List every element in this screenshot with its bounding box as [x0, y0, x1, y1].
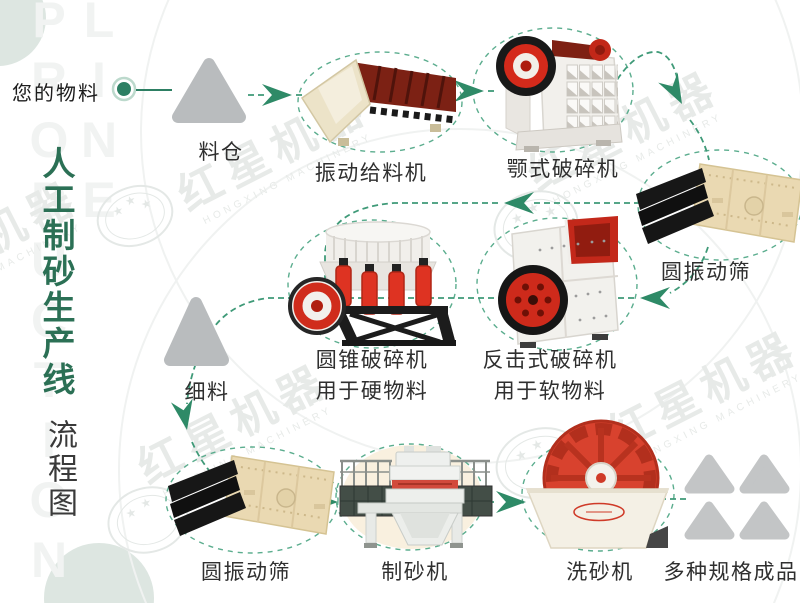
svg-text:★: ★ — [123, 192, 138, 209]
svg-text:★: ★ — [514, 446, 529, 464]
machine-impact-crusher-illustration — [498, 216, 619, 348]
arrow-feeder-jaw — [454, 80, 484, 102]
svg-text:★: ★ — [111, 203, 126, 220]
material-source-label: 您的物料 — [12, 83, 100, 105]
arrow-fine-screen2 — [170, 398, 193, 430]
screen1-label: 圆振动筛 — [661, 261, 751, 284]
silo-triangle — [172, 58, 246, 123]
machine-screen2-illustration — [167, 455, 335, 537]
fine-material-triangle — [164, 297, 229, 366]
svg-text:★: ★ — [510, 209, 525, 227]
products-label: 多种规格成品 — [663, 561, 799, 584]
page-title-main: 人工制砂生产线 — [38, 146, 75, 398]
impact-crusher-label: 反击式破碎机 — [482, 349, 618, 372]
arrow-screen1-cone — [504, 192, 534, 214]
product-triangles — [684, 454, 790, 540]
machine-sand-washer-illustration — [525, 419, 670, 549]
impact-crusher-note: 用于软物料 — [493, 380, 607, 403]
feeder-label: 振动给料机 — [314, 162, 428, 185]
cone-crusher-note: 用于硬物料 — [315, 380, 429, 403]
machine-jaw-crusher-illustration — [496, 36, 623, 152]
svg-text:★: ★ — [543, 202, 558, 220]
material-source-dot — [111, 76, 172, 102]
material-triangles — [164, 58, 790, 540]
sand-maker-label: 制砂机 — [381, 561, 449, 584]
svg-text:★: ★ — [124, 505, 138, 521]
machine-feeder-illustration — [300, 58, 457, 146]
svg-text:★: ★ — [139, 495, 153, 511]
sand-washer-label: 洗砂机 — [566, 561, 634, 584]
jaw-crusher-label: 颚式破碎机 — [506, 158, 620, 181]
svg-text:★: ★ — [529, 436, 544, 454]
svg-text:★: ★ — [139, 196, 154, 213]
screen2-label: 圆振动筛 — [201, 561, 291, 584]
machine-sand-maker-illustration — [339, 445, 493, 549]
stamp-watermark: ★ ★ ★ ★ ★ ★ ★ ★ ★ ★ — [96, 185, 585, 554]
page-title-sub: 流程图 — [43, 419, 76, 521]
machine-cone-crusher-illustration — [288, 221, 456, 346]
arrow-screen1-impact — [640, 287, 670, 309]
arrow-sandmaker-washer — [496, 491, 526, 513]
fine-material-label: 细料 — [184, 381, 230, 404]
arrow-silo-feeder — [262, 84, 292, 106]
cone-crusher-label: 圆锥破碎机 — [315, 349, 429, 372]
silo-label: 料仓 — [198, 141, 244, 164]
machine-screen1-illustration — [635, 163, 800, 245]
flow-arrowheads — [170, 72, 682, 513]
arrow-jaw-screen1 — [658, 72, 682, 104]
